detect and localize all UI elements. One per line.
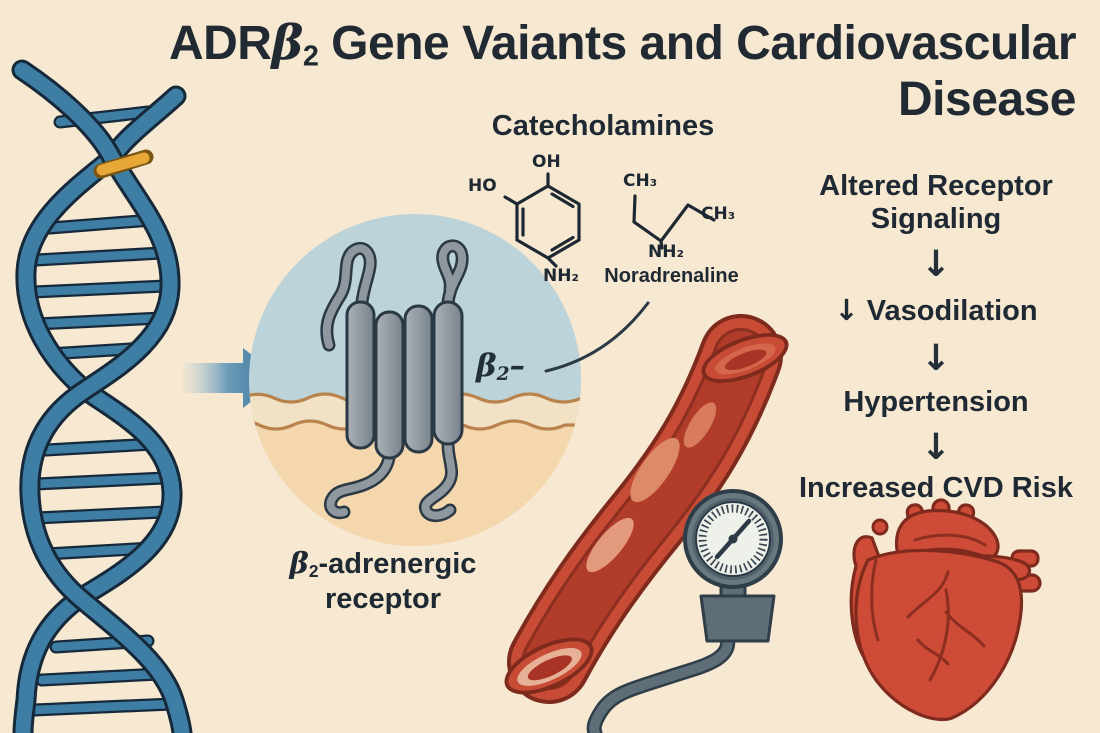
- receptor-caption-line-1: β2-adrenergic: [289, 546, 477, 581]
- catecholamines-heading: Catecholamines: [491, 110, 715, 142]
- vessel-opening-bottom: [504, 637, 594, 695]
- catechol-structure: [503, 172, 581, 268]
- heart-illustration: [849, 498, 1042, 722]
- blood-vessel-illustration: [504, 314, 789, 704]
- cell-membrane: [249, 392, 581, 546]
- title-line-2: Disease: [898, 72, 1076, 126]
- receptor-caption-line-2: receptor: [324, 582, 442, 615]
- dna-rungs: [26, 105, 179, 717]
- receptor-caption: β2-adrenergic receptor: [258, 546, 508, 617]
- plaque: [586, 402, 717, 573]
- dna-helix-illustration: [11, 59, 193, 733]
- page-title: ADRβ2 Gene Vaiants and Cardiovascular Di…: [168, 15, 1077, 127]
- noradrenaline-ch3-top-label: CH₃: [623, 171, 658, 191]
- pointer-curve: [544, 301, 650, 373]
- coronary-arteries: [870, 533, 987, 682]
- dna-strands: [11, 59, 193, 733]
- catechol-oh-label: OH: [532, 152, 561, 172]
- noradrenaline-ch3-right-label: CH₃: [701, 204, 736, 224]
- right-arrow-icon: [183, 348, 281, 408]
- catechol-nh2-label: NH₂: [543, 266, 579, 286]
- noradrenaline-nh2-label: NH₂: [648, 242, 684, 262]
- flow-down-arrow-2: ↓: [920, 338, 952, 379]
- catechol-ho-label: HO: [468, 176, 497, 196]
- pressure-gauge-illustration: [586, 489, 783, 733]
- noradrenaline-label: Noradrenaline: [604, 265, 739, 287]
- gauge-needle: [714, 518, 752, 560]
- title-line-1: ADRβ2 Gene Vaiants and Cardiovascular: [168, 15, 1077, 73]
- gauge-ticks: [698, 504, 768, 574]
- flow-step-hypertension: Hypertension: [843, 386, 1029, 418]
- beta2-receptor-tag: β2–: [476, 348, 526, 386]
- flow-down-arrow-1: ↓: [920, 244, 952, 285]
- receptor-protein: [320, 239, 469, 523]
- flow-step-vasodilation: ↓ Vasodilation: [834, 293, 1038, 327]
- flow-down-arrow-3: ↓: [920, 427, 952, 468]
- flow-step-altered-signaling: Altered Receptor Signaling: [819, 170, 1053, 236]
- vessel-opening-top: [701, 333, 789, 383]
- gene-variant-highlight: [93, 149, 154, 179]
- flow-step-increased-cvd-risk: Increased CVD Risk: [798, 472, 1073, 504]
